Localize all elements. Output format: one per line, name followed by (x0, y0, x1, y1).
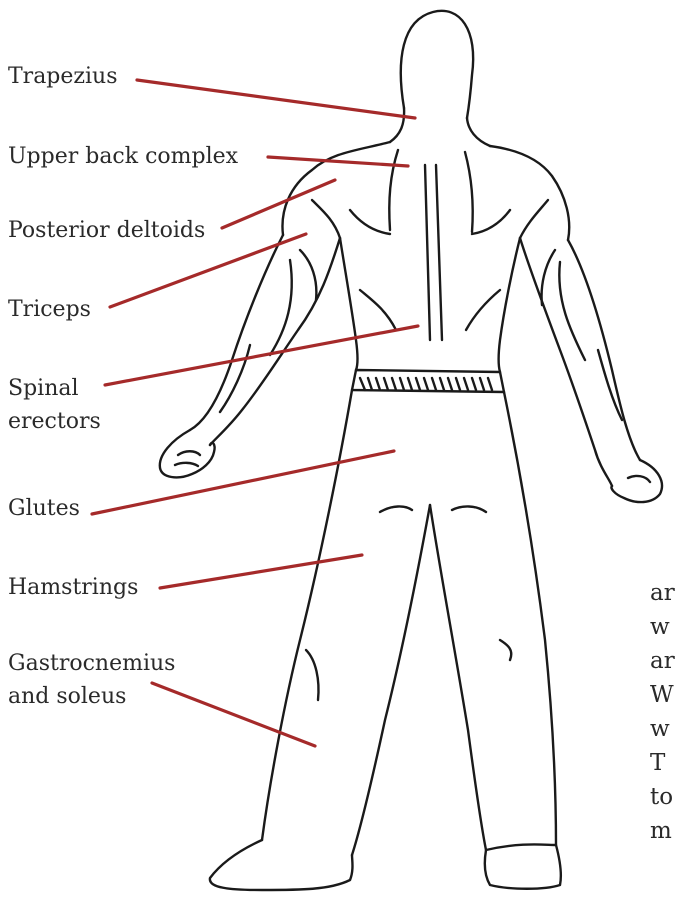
torso-outline (282, 142, 390, 235)
page-text-fragment: m (650, 814, 672, 848)
label-erectors: erectors (8, 405, 101, 439)
leader-hamstrings (160, 555, 362, 588)
leader-gastrocnemius (152, 683, 315, 746)
leader-trapezius (137, 80, 415, 118)
label-and-soleus: and soleus (8, 680, 126, 714)
page-text-fragment: ar (650, 576, 675, 610)
leader-upper-back (268, 157, 408, 166)
label-posterior-deltoids: Posterior deltoids (8, 214, 205, 248)
label-glutes: Glutes (8, 492, 80, 526)
right-shoe (485, 844, 561, 888)
label-upper-back-complex: Upper back complex (8, 140, 238, 174)
page-text-fragment: W (650, 678, 674, 712)
page-text-fragment: T (650, 746, 665, 780)
left-fist (160, 430, 215, 477)
head-outline (401, 11, 473, 118)
leader-glutes (92, 451, 394, 514)
page-text-fragment: ar (650, 644, 675, 678)
left-shoe (210, 840, 353, 890)
page-text-fragment: w (650, 610, 670, 644)
page-text-fragment: to (650, 780, 673, 814)
label-triceps: Triceps (8, 293, 91, 327)
label-spinal: Spinal (8, 372, 79, 406)
label-gastrocnemius: Gastrocnemius (8, 647, 175, 681)
pants-outline (262, 390, 352, 840)
label-trapezius: Trapezius (8, 60, 118, 94)
page-text-fragment: w (650, 712, 670, 746)
right-fist (612, 460, 662, 502)
label-hamstrings: Hamstrings (8, 571, 138, 605)
leader-spinal-erectors (105, 326, 418, 385)
leader-posterior-deltoids (222, 180, 335, 228)
